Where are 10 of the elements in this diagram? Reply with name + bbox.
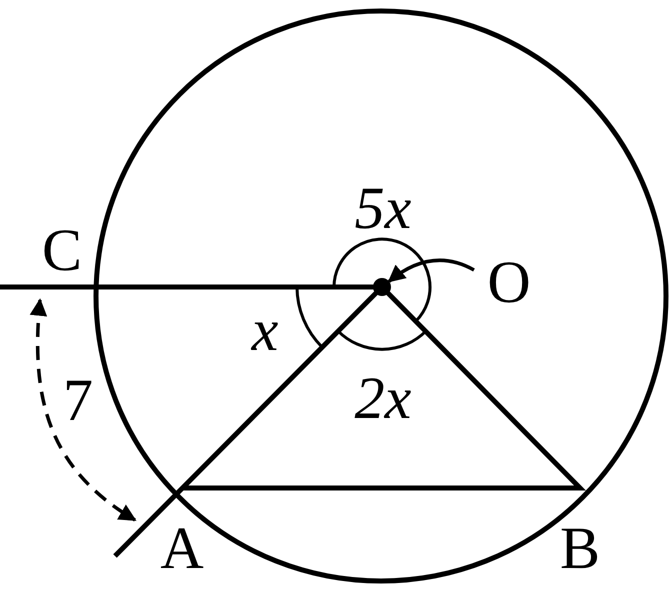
point-label: O (487, 252, 531, 312)
diagram-label: 7 (63, 370, 93, 430)
diagram-label: A (160, 518, 204, 578)
arrow (388, 258, 475, 283)
diagram-label: 2x (354, 368, 412, 428)
diagram-label: 5x (354, 178, 412, 238)
diagram-label: x (252, 300, 278, 360)
diagram-label: C (42, 220, 82, 280)
center-point (373, 278, 391, 296)
diagram-label: B (560, 518, 600, 578)
